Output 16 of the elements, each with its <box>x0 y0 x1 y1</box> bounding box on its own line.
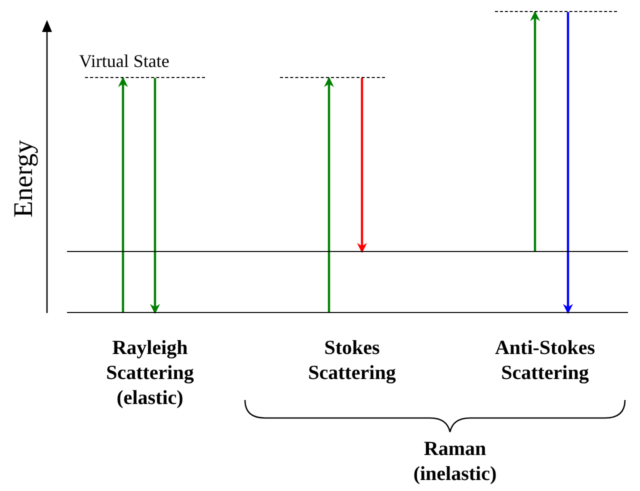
scattering-label: Anti-Stokes Scattering <box>494 336 596 386</box>
scattering-label: Stokes Scattering <box>307 336 397 386</box>
transition-arrow <box>150 78 160 314</box>
energy-level-line <box>67 251 628 252</box>
transition-arrow <box>530 11 540 252</box>
transition-arrow <box>118 77 128 313</box>
energy-level-line <box>67 312 628 313</box>
virtual-state-line <box>495 11 617 12</box>
transition-arrow <box>324 77 334 313</box>
axis-label: Energy <box>8 140 39 218</box>
group-label: Raman (inelastic) <box>412 437 498 487</box>
transition-arrow <box>357 78 367 253</box>
state-label: Virtual State <box>79 50 170 72</box>
scattering-label: Rayleigh Scattering (elastic) <box>105 336 195 411</box>
virtual-state-line <box>280 77 385 78</box>
transition-arrow <box>563 12 573 314</box>
